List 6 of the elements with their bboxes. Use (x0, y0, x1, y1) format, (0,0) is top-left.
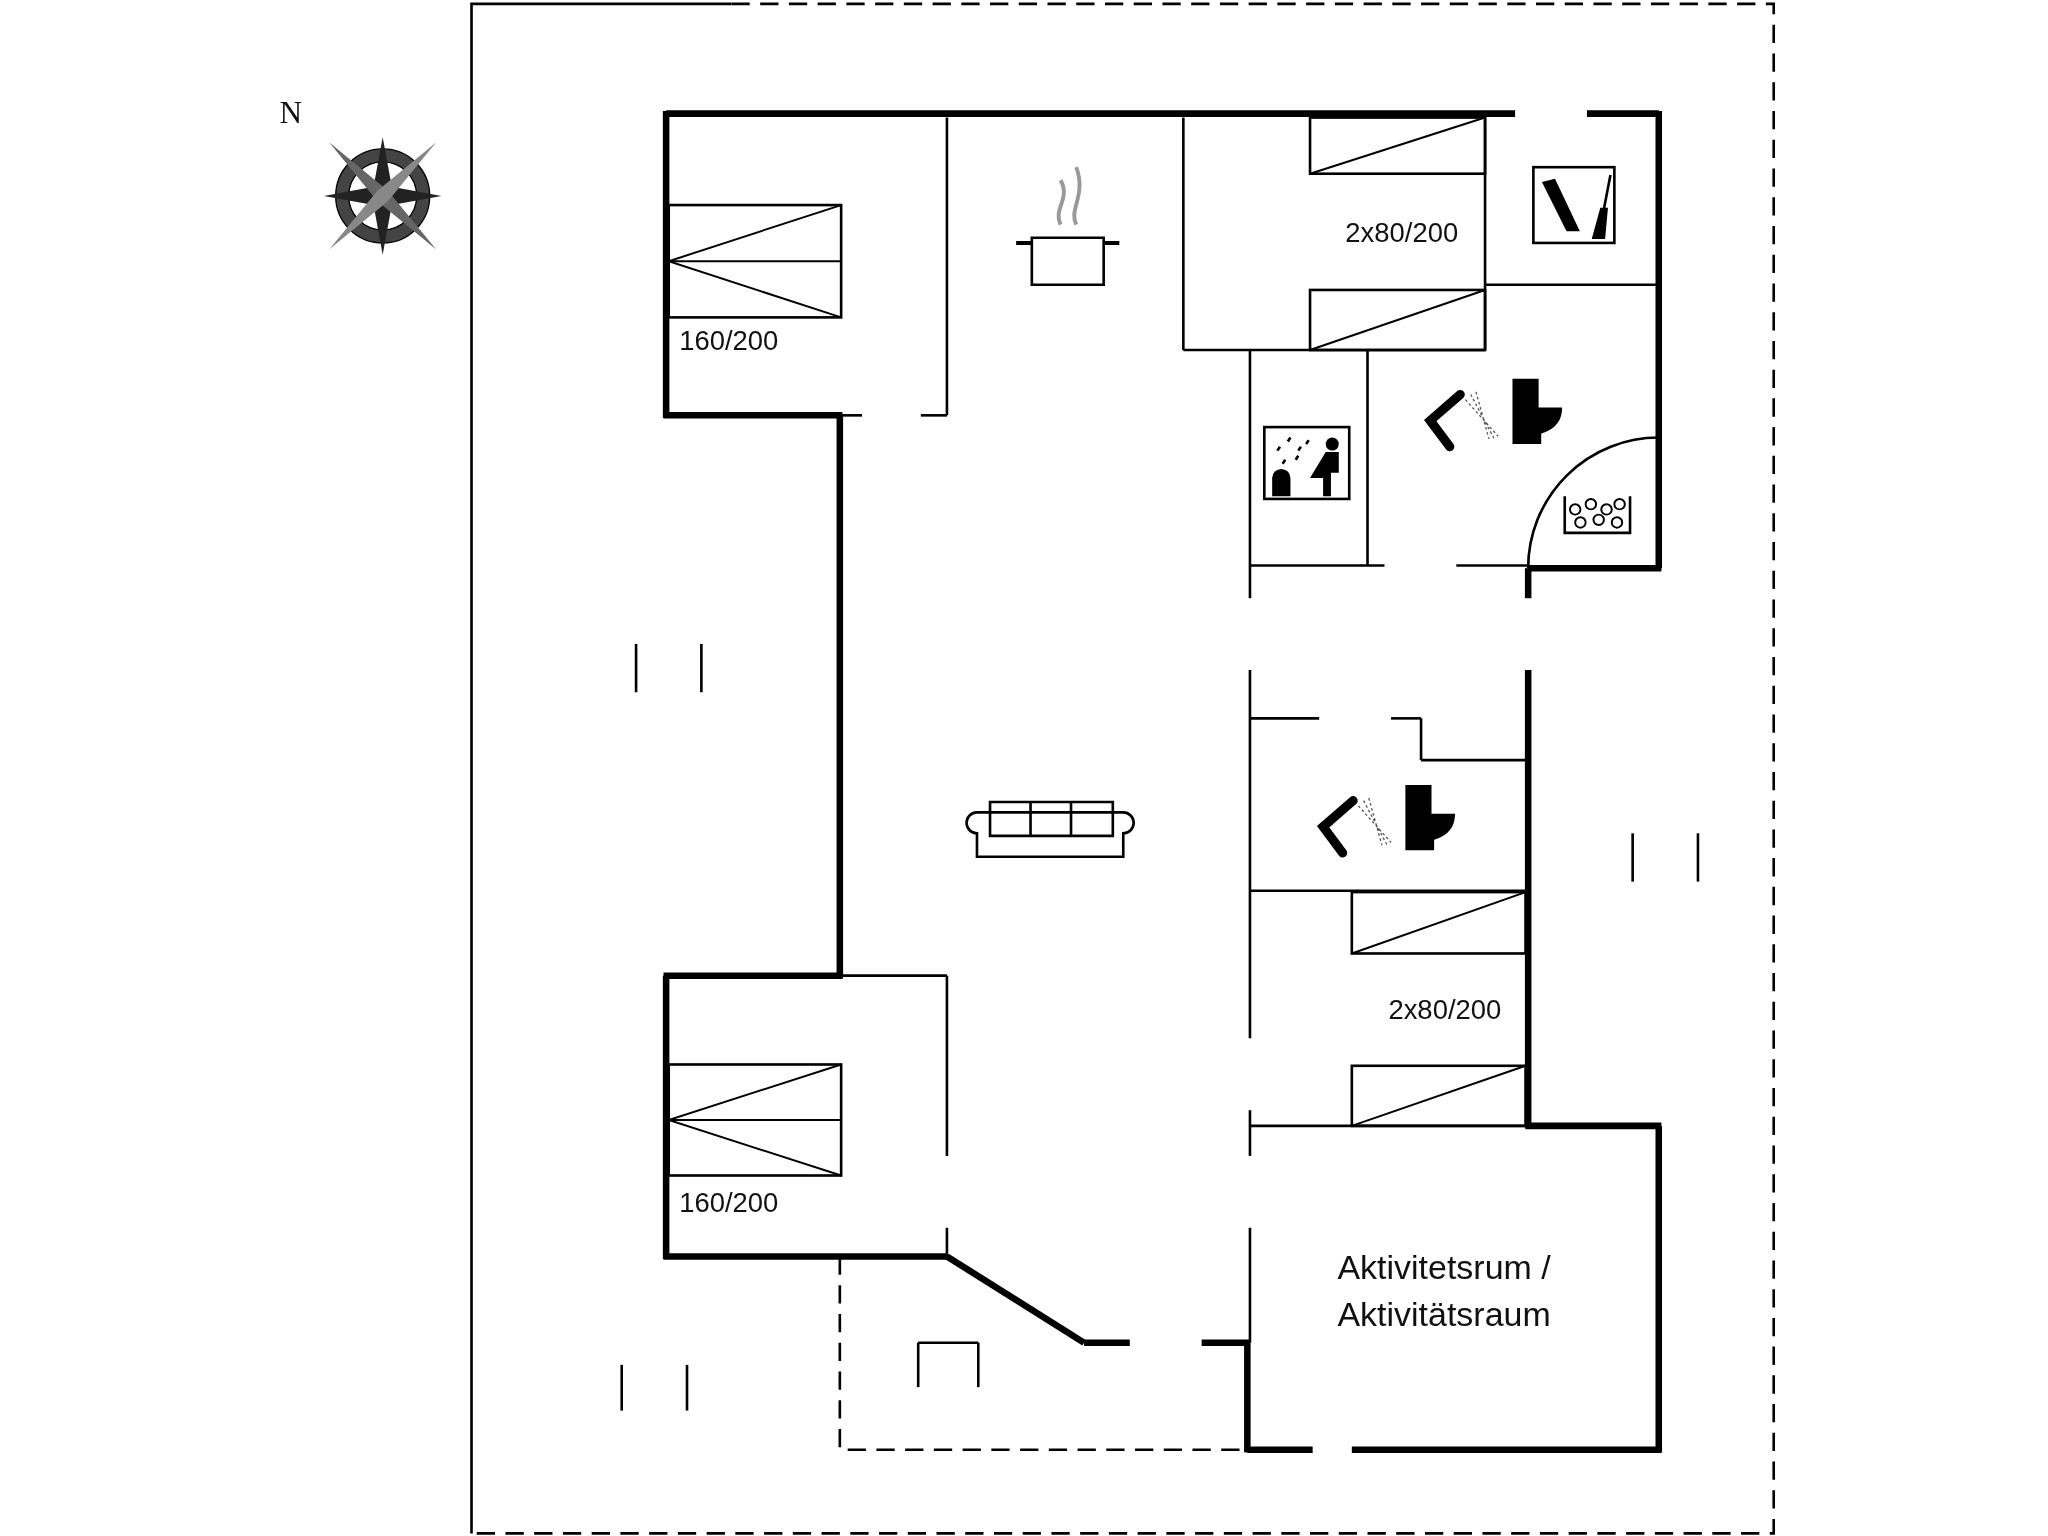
bed-size-label: 2x80/200 (1345, 215, 1459, 249)
bed-size-label: 160/200 (679, 324, 779, 357)
bed-size-label: 2x80/200 (1388, 992, 1502, 1026)
compass-north-label: N (279, 94, 303, 132)
bed-size-label: 160/200 (679, 1186, 779, 1219)
room-name: Aktivitetsrum / Aktivitätsraum (1337, 1246, 1552, 1337)
